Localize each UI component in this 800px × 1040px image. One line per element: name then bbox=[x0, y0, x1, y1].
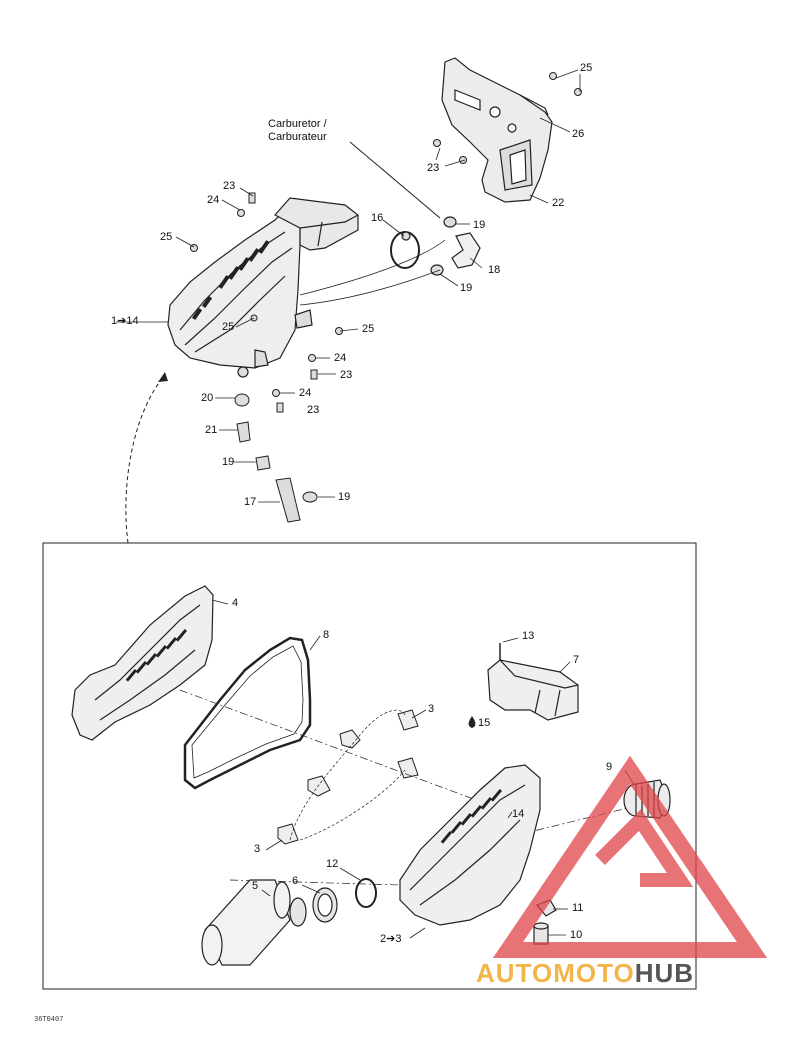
callout-23-top: 23 bbox=[427, 162, 440, 174]
gasket-8-inner bbox=[192, 646, 303, 778]
watermark-part2: HUB bbox=[634, 958, 695, 988]
callout-20: 20 bbox=[201, 392, 214, 404]
callout-17: 17 bbox=[244, 496, 257, 508]
carburetor-leader bbox=[350, 142, 440, 218]
housing-14 bbox=[400, 765, 540, 925]
callout-24-b: 24 bbox=[334, 352, 347, 364]
callout-10: 10 bbox=[570, 929, 583, 941]
carburetor-label: Carburetor / Carburateur bbox=[268, 118, 327, 144]
watermark-logo bbox=[508, 770, 752, 950]
hose-parts bbox=[391, 217, 480, 275]
callout-25-b: 25 bbox=[222, 321, 235, 333]
callout-1-to-14: 1➔14 bbox=[111, 315, 139, 327]
drop-icon bbox=[468, 716, 476, 728]
callout-23-a: 23 bbox=[223, 180, 236, 192]
carburetor-label-line2: Carburateur bbox=[268, 131, 327, 143]
callout-9: 9 bbox=[606, 761, 613, 773]
cover-4 bbox=[72, 586, 213, 740]
carburetor-label-line1: Carburetor / bbox=[268, 118, 327, 130]
callout-19-a: 19 bbox=[473, 219, 486, 231]
callout-12: 12 bbox=[326, 858, 339, 870]
callout-11: 11 bbox=[572, 902, 584, 914]
callout-26: 26 bbox=[572, 128, 585, 140]
callout-22: 22 bbox=[552, 197, 565, 209]
callout-3-a: 3 bbox=[428, 703, 435, 715]
ring-6 bbox=[290, 888, 337, 926]
callout-19-b: 19 bbox=[460, 282, 473, 294]
detail-frame bbox=[43, 543, 696, 989]
clamp-12 bbox=[356, 879, 376, 907]
callout-2-to-3: 2➔3 bbox=[380, 933, 402, 945]
callout-4: 4 bbox=[232, 597, 239, 609]
callout-19-d: 19 bbox=[338, 491, 351, 503]
callout-3-b: 3 bbox=[254, 843, 261, 855]
airbox-assembly bbox=[168, 198, 358, 377]
callout-24-c: 24 bbox=[299, 387, 312, 399]
callout-24-a: 24 bbox=[207, 194, 220, 206]
callout-16: 16 bbox=[371, 212, 384, 224]
callout-25-c: 25 bbox=[362, 323, 375, 335]
callout-19-c: 19 bbox=[222, 456, 235, 468]
bracket-22 bbox=[442, 58, 552, 202]
assembly-arrowhead bbox=[158, 372, 168, 382]
callout-25-a: 25 bbox=[160, 231, 173, 243]
hose-route bbox=[300, 240, 445, 305]
callout-15: 15 bbox=[478, 717, 491, 729]
callout-14: 14 bbox=[512, 808, 525, 820]
leader-lines bbox=[116, 70, 634, 938]
clip-route bbox=[290, 710, 405, 840]
callout-13: 13 bbox=[522, 630, 535, 642]
callout-6: 6 bbox=[292, 875, 299, 887]
watermark-text: AUTOMOTOHUB bbox=[476, 958, 694, 989]
callout-8: 8 bbox=[323, 629, 330, 641]
callout-18: 18 bbox=[488, 264, 501, 276]
callout-21: 21 bbox=[205, 424, 218, 436]
filter-5 bbox=[202, 880, 290, 965]
callout-23-b: 23 bbox=[340, 369, 353, 381]
callout-23-c: 23 bbox=[307, 404, 320, 416]
watermark-part1: AUTOMOTO bbox=[476, 958, 635, 988]
assembly-arrow bbox=[126, 375, 165, 543]
gasket-8 bbox=[185, 638, 310, 788]
figure-reference: 36T0407 bbox=[34, 1016, 64, 1024]
callout-7: 7 bbox=[573, 654, 580, 666]
clips-3 bbox=[278, 710, 418, 844]
callout-5: 5 bbox=[252, 880, 259, 892]
bracket-fasteners bbox=[434, 73, 582, 164]
snorkel-7 bbox=[488, 660, 578, 720]
callout-25-top: 25 bbox=[580, 62, 593, 74]
